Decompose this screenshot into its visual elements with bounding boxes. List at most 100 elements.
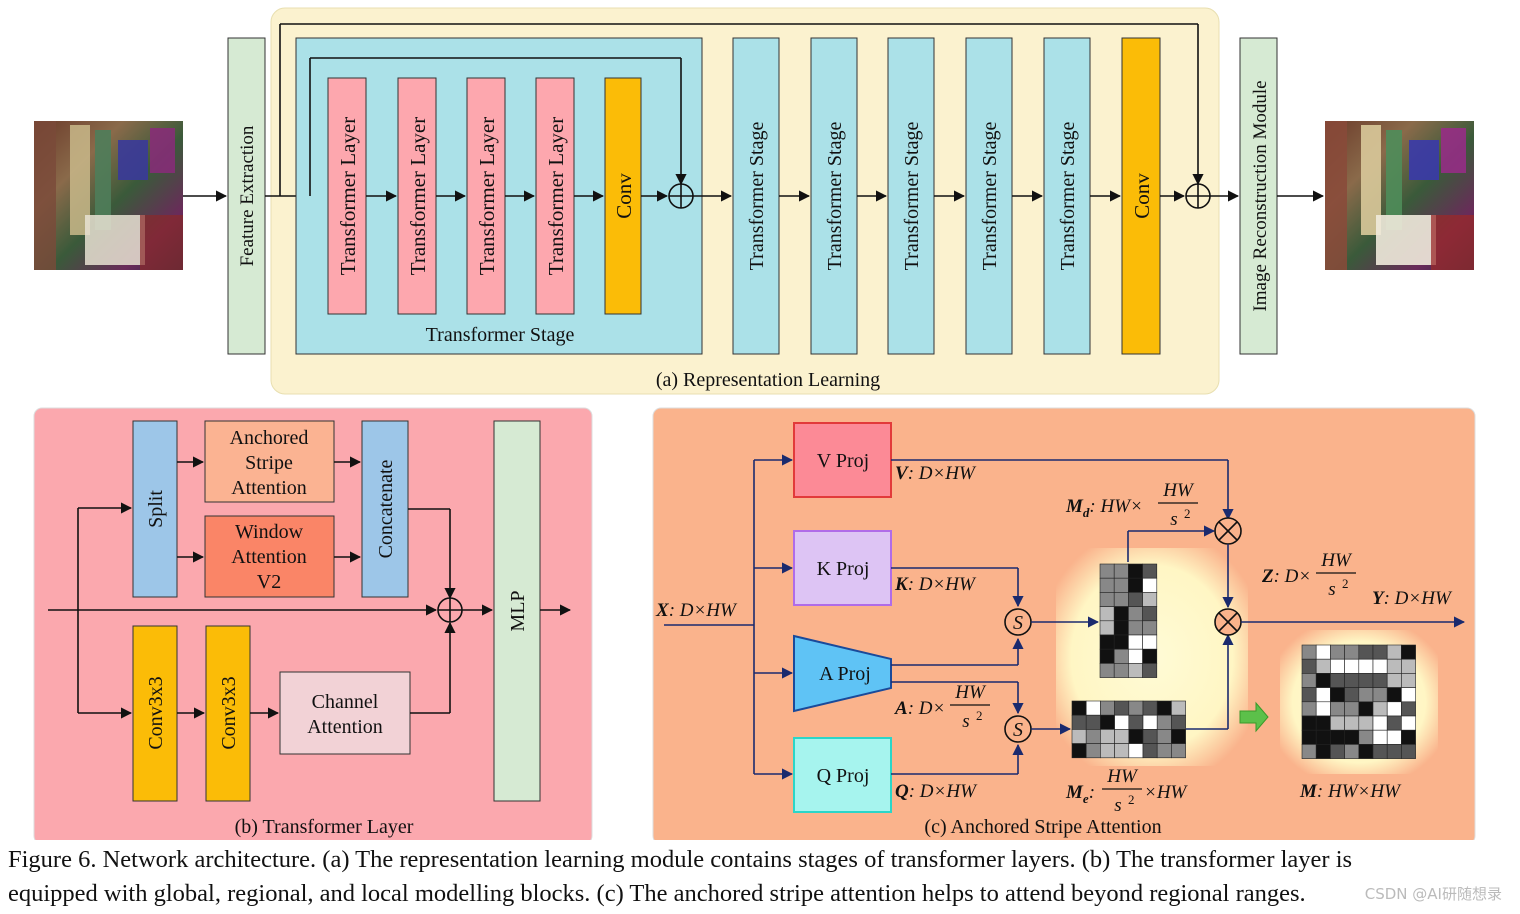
matrix-cell [1142,606,1158,622]
matrix-cell [1114,700,1130,716]
matrix-cell [1358,729,1374,745]
matrix-cell [1085,714,1101,730]
matrix-cell [1113,620,1129,636]
svg-text:2: 2 [1184,506,1191,521]
matmul-operator-bottom [1214,608,1242,636]
svg-text:s: s [1170,509,1177,530]
matrix-cell [1315,729,1331,745]
matrix-cell [1358,673,1374,688]
final-conv-label: Conv [1130,173,1154,219]
matrix-cell [1401,687,1416,703]
matrix-cell [1372,673,1388,688]
matrix-cell [1113,606,1129,622]
matrix-cell [1386,715,1402,731]
svg-text:s: s [1328,579,1335,600]
svg-text:S: S [1013,719,1023,741]
matrix-cell [1372,658,1388,674]
matrix-cell [1171,729,1186,744]
matrix-cell [1386,701,1402,717]
matrix-cell [1344,701,1360,717]
matrix-cell [1114,743,1130,759]
matrix-cell [1171,714,1186,730]
a-proj-trapezoid [793,634,892,713]
wa-line-2: Attention [231,546,307,568]
matrix-cell [1301,658,1317,674]
transformer-layer-3-label: Transformer Layer [475,117,499,275]
matrix-cell [1401,744,1416,759]
matrix-cell [1142,729,1158,744]
matrix-cell [1344,673,1360,688]
matrix-cell [1171,743,1186,759]
q-proj-box [793,737,892,813]
conv3x3-2-box [205,625,251,802]
final-conv-box [1121,37,1161,355]
feature-extraction-label: Feature Extraction [237,125,258,266]
matrix-cell [1401,729,1416,745]
matrix-cell [1358,687,1374,703]
matrix-cell [1071,743,1087,759]
split-label: Split [145,490,167,528]
matrix-cell [1301,644,1317,660]
matrix-cell [1142,620,1158,636]
transformer-stage-3-label: Transformer Stage [824,122,846,271]
matrix-cell [1401,644,1416,660]
matrix-cell [1372,715,1388,731]
matrix-cell [1142,563,1158,579]
conv3x3-1-box [132,625,178,802]
matrix-cell [1142,634,1158,650]
matrix-cell [1301,715,1317,731]
svg-text:2: 2 [976,708,983,723]
matrix-cell [1128,700,1144,716]
matrix-cell [1301,729,1317,745]
matrix-cell [1099,634,1115,650]
inner-conv-label: Conv [612,173,636,219]
matrix-cell [1330,673,1345,688]
image-reconstruction-box [1239,37,1278,355]
transformer-stage-3 [810,37,858,355]
matrix-cell [1330,729,1345,745]
matrix-cell [1330,715,1345,731]
matrix-cell [1100,729,1115,744]
matrix-cell [1401,701,1416,717]
transformer-stage-2 [732,37,780,355]
matrix-cell [1156,714,1172,730]
matrix-cell [1099,592,1115,607]
md-attention-matrix [1099,563,1158,678]
x-label: X: D×HW [655,600,738,621]
asa-line-3: Attention [231,477,307,499]
ca-line-2: Attention [307,716,383,738]
matrix-cell [1358,658,1374,674]
v-dim-label: V: D×HW [895,463,977,484]
transformer-layer-4 [535,77,575,315]
matrix-cell [1301,687,1317,703]
matrix-cell [1142,700,1158,716]
transformer-stage-5-label: Transformer Stage [979,122,1001,271]
panel-b-transformer-layer: Split Anchored Stripe Attention Window A… [33,407,593,840]
svg-text:HW: HW [1162,480,1195,501]
matrix-cell [1128,563,1143,579]
matrix-cell [1372,744,1388,759]
md-dim-label: Md: HW× HW s 2 [1065,480,1198,530]
matrix-cell [1156,700,1172,716]
matrix-cell [1330,658,1345,674]
svg-text:s: s [1114,795,1121,816]
panel-c-caption: (c) Anchored Stripe Attention [924,816,1161,838]
network-architecture-diagram: Feature Extraction Transformer Layer Tra… [33,7,1476,840]
matrix-cell [1386,744,1402,759]
matrix-cell [1113,577,1129,593]
matrix-cell [1330,744,1345,759]
me-dim-label: Me: HW s 2 ×HW [1065,766,1189,816]
matrix-cell [1315,715,1331,731]
matrix-cell [1142,714,1158,730]
v-proj-label: V Proj [817,450,869,472]
transformer-stage-2-label: Transformer Stage [746,122,768,271]
matrix-cell [1156,729,1172,744]
svg-text:×HW: ×HW [1144,782,1189,803]
transformer-stage-5 [965,37,1013,355]
asa-line-1: Anchored [230,427,309,449]
matrix-cell [1113,634,1129,650]
transformer-layer-2-label: Transformer Layer [406,117,430,275]
svg-text:HW: HW [954,682,987,703]
matrix-cell [1128,729,1144,744]
matrix-cell [1386,658,1402,674]
